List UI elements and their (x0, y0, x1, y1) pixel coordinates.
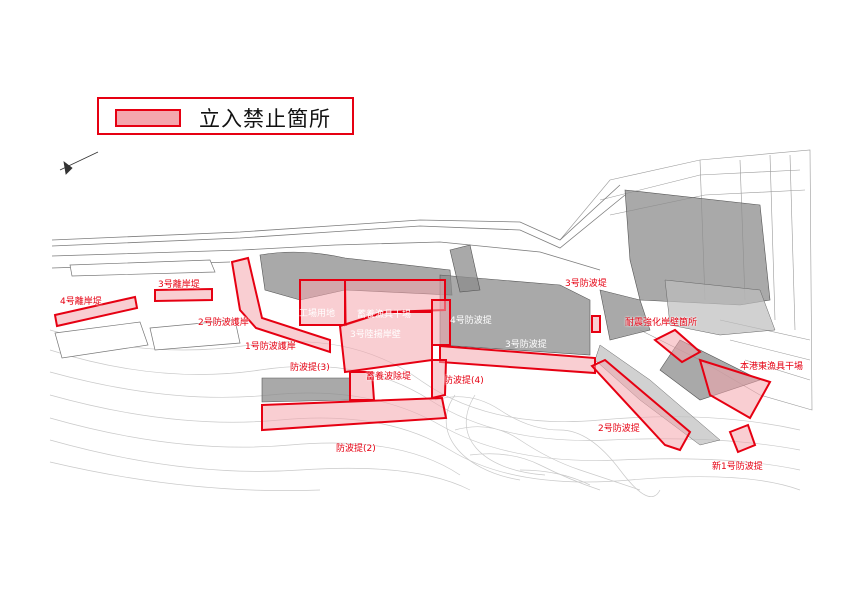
area-2-bohatei (261, 396, 448, 432)
area-1go-bohagogan (230, 256, 331, 354)
offshore-blocks (54, 259, 241, 359)
label-3go-bohatei: 3号防波提 (505, 340, 547, 350)
label-4go-bohatei: 4号防波提 (450, 316, 492, 326)
label-4go-rikangan: 4号離岸堤 (60, 297, 102, 307)
restricted-areas (53, 256, 772, 454)
map-legend: 立入禁止箇所 (97, 97, 354, 135)
area-taishin (653, 328, 702, 364)
area-4-bohatei (431, 359, 448, 400)
area-3-bohatei (349, 371, 376, 401)
north-arrow-icon (59, 151, 99, 175)
label-honkohigashi: 本港東漁具干場 (740, 362, 804, 372)
label-bohatei-2: 防波提(2) (336, 444, 376, 454)
area-new1go (728, 423, 757, 454)
port-structures (259, 189, 771, 403)
label-bohatei-3: 防波提(3) (290, 363, 330, 373)
label-new1go: 新1号防波提 (712, 462, 763, 472)
area-4go-bohatei (431, 299, 451, 346)
legend-swatch (115, 109, 181, 127)
label-chikuyo-gyogu: 蓄養漁具干場 (357, 310, 412, 320)
label-1go-bohagogan: 1号防波護岸 (245, 342, 296, 352)
label-2go-bohagogan: 2号防波護岸 (198, 318, 249, 328)
area-3go-bohatei-b (591, 315, 601, 333)
area-3go-rikuage (338, 311, 433, 374)
label-3go-rikangan: 3号離岸堤 (158, 280, 200, 290)
label-3go-bohatei-b: 3号防波堤 (565, 279, 607, 289)
label-2go-bohatei: 2号防波提 (598, 424, 640, 434)
label-bohatei-4: 防波提(4) (444, 376, 484, 386)
sea-contours (49, 329, 801, 497)
area-4go-rikangan (53, 295, 139, 328)
legend-label: 立入禁止箇所 (199, 107, 331, 131)
label-taishin: 耐震強化岸壁箇所 (625, 318, 698, 328)
area-3go-bohatei (439, 344, 596, 375)
area-3go-rikangan (154, 287, 213, 303)
label-chikuyo-hajotei: 蓄養波除堤 (366, 372, 412, 382)
label-kakoba: 加工場用地 (290, 309, 336, 319)
label-3go-rikuage: 3号陸揚岸壁 (350, 330, 401, 340)
area-honkohigashi (698, 358, 772, 420)
area-2go-bohatei (590, 358, 692, 452)
